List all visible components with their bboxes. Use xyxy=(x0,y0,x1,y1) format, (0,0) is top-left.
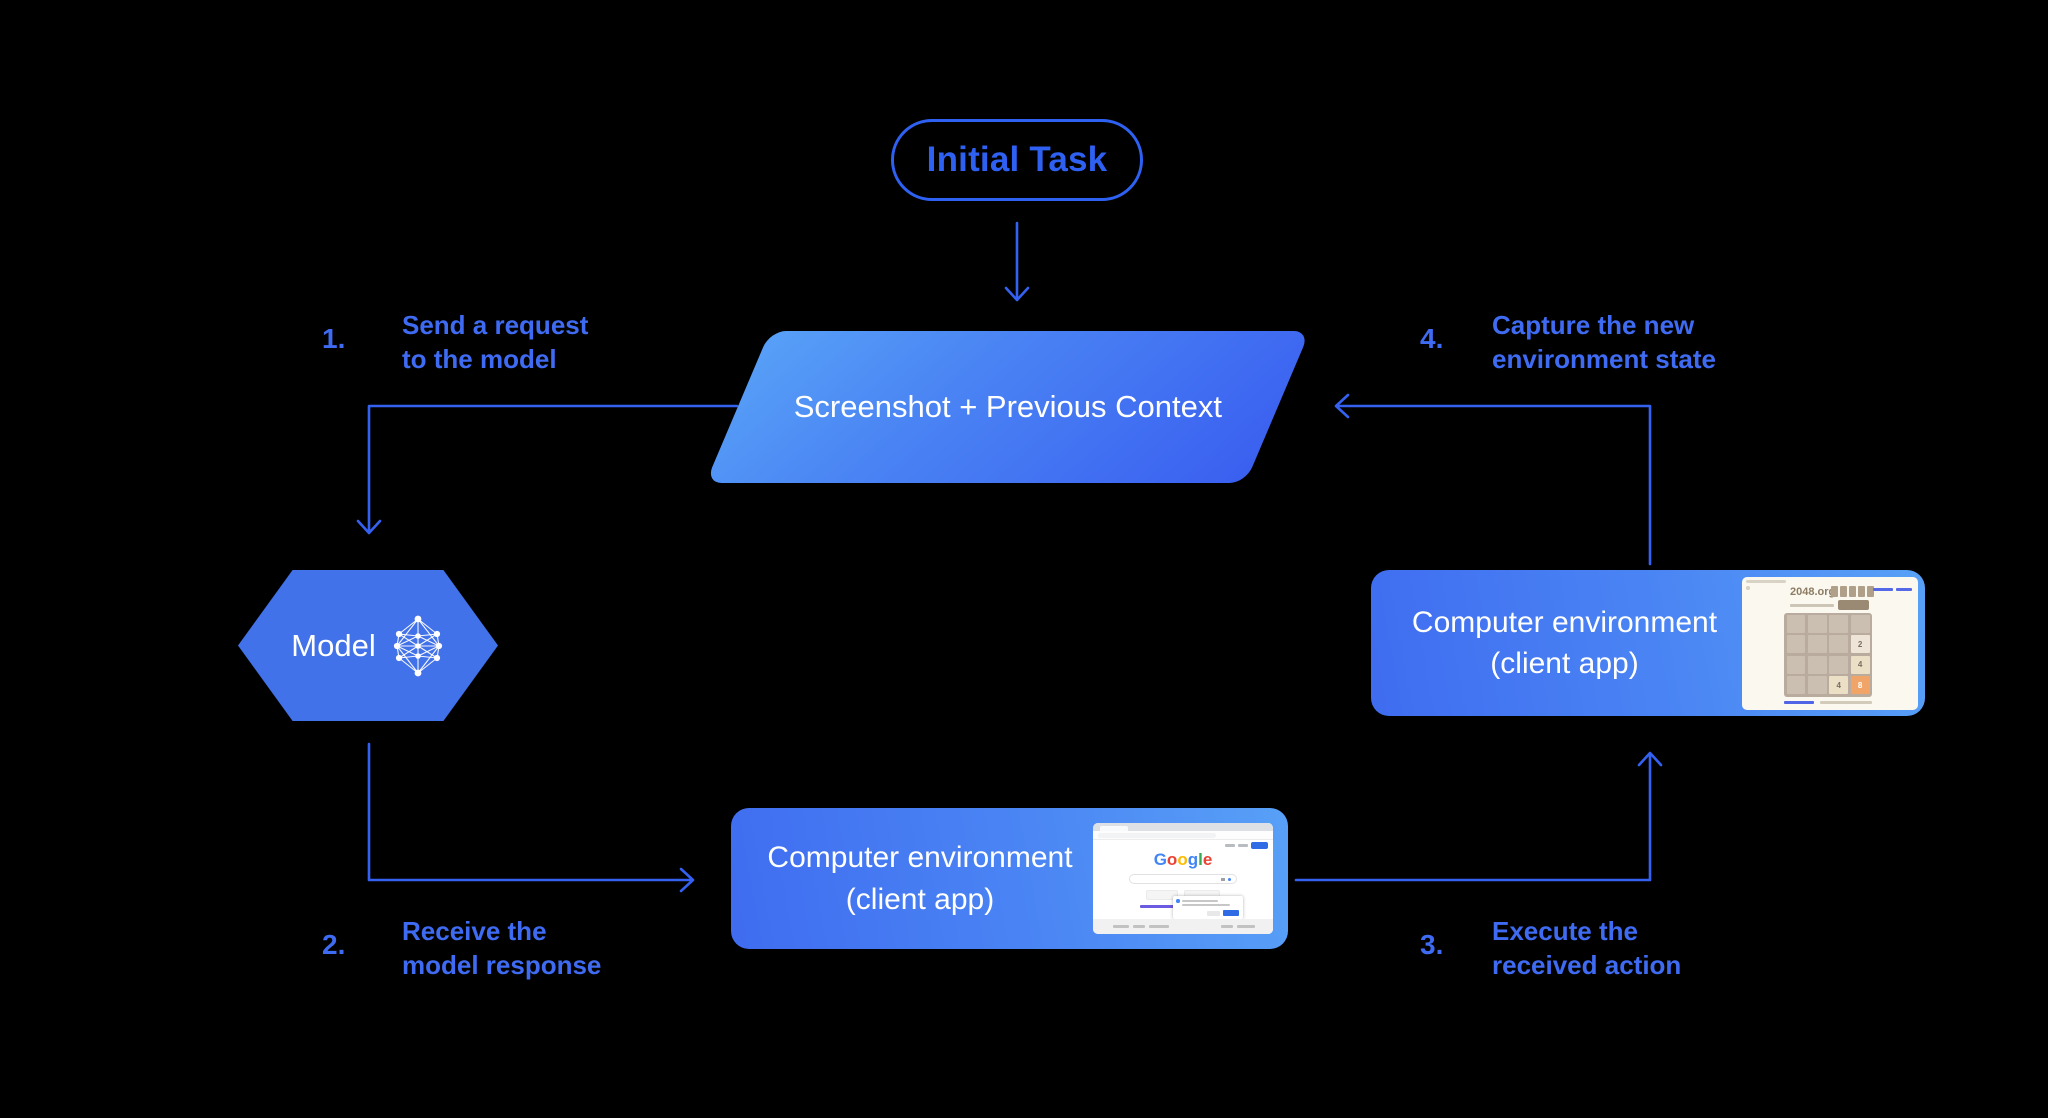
screenshot-context-label: Screenshot + Previous Context xyxy=(793,389,1222,425)
arrow-env-bottom-to-env-top xyxy=(1294,751,1663,882)
mini-2048-subtext xyxy=(1790,603,1834,607)
logo-letter: G xyxy=(1153,850,1167,869)
mini-footer-link xyxy=(1221,925,1233,928)
mini-google-search-button xyxy=(1146,890,1178,900)
grid-cell xyxy=(1786,676,1806,694)
grid-cell xyxy=(1807,655,1827,674)
mini-browser-tab xyxy=(1100,825,1128,831)
arrow-env-top-to-context xyxy=(1334,393,1652,566)
initial-task-label: Initial Task xyxy=(926,140,1108,179)
grid-cell xyxy=(1807,676,1827,694)
grid-cell xyxy=(1829,635,1849,654)
tile-2: 2 xyxy=(1850,635,1870,654)
grid-cell xyxy=(1829,655,1849,674)
env-node-top: Computer environment (client app) 2048.o… xyxy=(1371,570,1925,716)
mini-2048-bottom-link xyxy=(1784,700,1814,704)
logo-letter: l xyxy=(1198,850,1203,869)
step-3-label: Execute the received action xyxy=(1492,916,1682,981)
arrow-context-to-model xyxy=(356,404,739,535)
mini-dialog-text xyxy=(1182,903,1230,906)
mini-sign-in-button xyxy=(1251,842,1268,849)
env-top-label: Computer environment (client app) xyxy=(1411,605,1718,680)
grid-cell xyxy=(1786,615,1806,633)
mini-2048-score-tiles xyxy=(1831,585,1874,597)
env-bottom-label: Computer environment (client app) xyxy=(767,841,1073,916)
score-tile xyxy=(1867,585,1874,597)
mini-2048-site-title: 2048.org xyxy=(1790,585,1836,598)
mini-screenshot-google: Google xyxy=(1093,823,1273,934)
mini-2048-grid: 2 4 4 8 xyxy=(1784,612,1872,697)
model-label: Model xyxy=(291,627,376,663)
mini-gmail-link xyxy=(1225,844,1235,847)
grid-cell xyxy=(1807,615,1827,633)
logo-letter: g xyxy=(1187,850,1199,869)
mini-dialog-icon xyxy=(1176,899,1180,903)
mini-2048-top-link xyxy=(1873,587,1893,591)
mini-footer-link xyxy=(1149,925,1169,928)
arrow-task-to-context xyxy=(1004,221,1030,302)
mini-images-link xyxy=(1238,844,1248,847)
mini-2048-new-game-button xyxy=(1838,599,1869,610)
tile-4: 4 xyxy=(1850,655,1870,674)
mini-dialog-primary-button xyxy=(1223,910,1239,916)
step-4-label: Capture the new environment state xyxy=(1492,310,1716,375)
mini-dialog-text xyxy=(1182,899,1218,902)
score-tile xyxy=(1831,585,1838,597)
screenshot-context-inner: Screenshot + Previous Context xyxy=(793,385,1223,428)
logo-letter: o xyxy=(1166,850,1178,869)
model-node: Model xyxy=(238,570,498,721)
mini-cookie-dialog xyxy=(1173,896,1243,919)
logo-letter: e xyxy=(1202,850,1213,869)
mini-browser-icon xyxy=(1746,585,1750,590)
env-node-bottom: Computer environment (client app) Google xyxy=(731,808,1288,949)
mini-mic-icon xyxy=(1228,877,1231,881)
tile-4: 4 xyxy=(1829,676,1849,694)
grid-cell xyxy=(1807,635,1827,654)
step-1-label: Send a request to the model xyxy=(402,310,589,375)
grid-cell xyxy=(1786,655,1806,674)
mini-page-footer xyxy=(1093,919,1273,934)
mini-footer-link xyxy=(1133,925,1145,928)
screenshot-context-node: Screenshot + Previous Context xyxy=(705,331,1310,483)
grid-cell xyxy=(1829,615,1849,633)
score-tile xyxy=(1840,585,1847,597)
arrow-model-to-env-bottom xyxy=(367,742,695,893)
step-4-number: 4. xyxy=(1420,323,1444,354)
mini-2048-top-link xyxy=(1896,587,1912,591)
tile-8: 8 xyxy=(1850,676,1870,694)
mini-screenshot-2048: 2048.org 2 4 4 8 xyxy=(1742,576,1918,710)
mini-2048-bottom-text xyxy=(1820,700,1872,704)
logo-letter: o xyxy=(1177,850,1188,869)
google-logo: Google xyxy=(1093,850,1273,870)
mini-address-pill xyxy=(1098,833,1216,838)
step-1-number: 1. xyxy=(322,323,346,354)
mini-browser-chrome xyxy=(1093,823,1273,831)
step-2-number: 2. xyxy=(322,929,346,960)
mini-footer-link xyxy=(1237,925,1255,928)
mini-dialog-secondary-button xyxy=(1207,911,1220,916)
grid-cell xyxy=(1786,635,1806,654)
grid-cell xyxy=(1850,615,1870,633)
step-2-label: Receive the model response xyxy=(402,916,602,981)
score-tile xyxy=(1858,585,1865,597)
mini-keyboard-icon xyxy=(1221,878,1225,881)
mini-browser-titlebar xyxy=(1746,579,1786,583)
step-3-number: 3. xyxy=(1420,929,1444,960)
neural-network-icon xyxy=(393,615,442,676)
initial-task-node: Initial Task xyxy=(891,119,1143,201)
mini-search-bar xyxy=(1129,874,1237,884)
mini-footer-link xyxy=(1113,925,1129,928)
score-tile xyxy=(1849,585,1856,597)
